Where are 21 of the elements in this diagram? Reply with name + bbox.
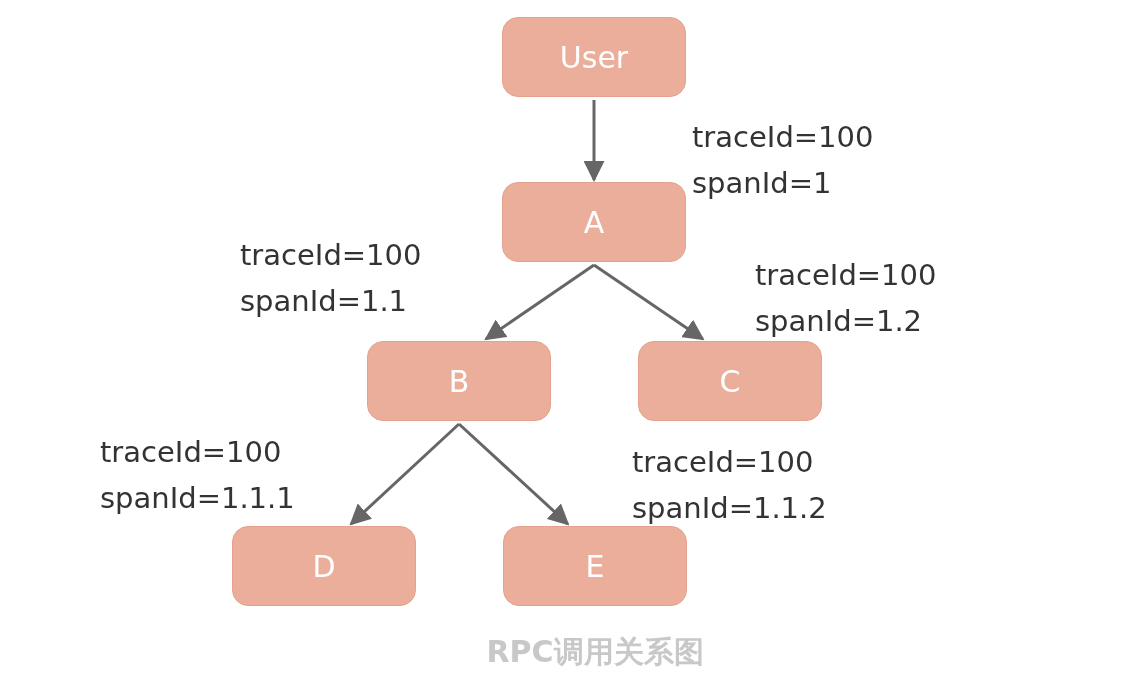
- service-box: User: [502, 17, 686, 97]
- arrow: [583, 100, 605, 183]
- arrow: [458, 422, 570, 526]
- trace-label: traceId=100: [632, 445, 814, 479]
- arrow: [593, 263, 705, 341]
- trace-label: spanId=1.1.2: [632, 491, 827, 525]
- trace-label: spanId=1: [692, 166, 832, 200]
- arrow: [484, 263, 595, 341]
- trace-label: traceId=100: [100, 435, 282, 469]
- service-box: A: [502, 182, 686, 262]
- trace-label: spanId=1.2: [755, 304, 923, 338]
- service-box: B: [367, 341, 551, 421]
- trace-label: spanId=1.1.1: [100, 481, 295, 515]
- service-box: D: [232, 526, 416, 606]
- trace-label: traceId=100: [755, 258, 937, 292]
- arrow: [349, 422, 460, 526]
- trace-label: traceId=100: [692, 120, 874, 154]
- service-box: C: [638, 341, 822, 421]
- trace-label: traceId=100: [240, 238, 422, 272]
- trace-label: spanId=1.1: [240, 284, 408, 318]
- service-box: E: [503, 526, 687, 606]
